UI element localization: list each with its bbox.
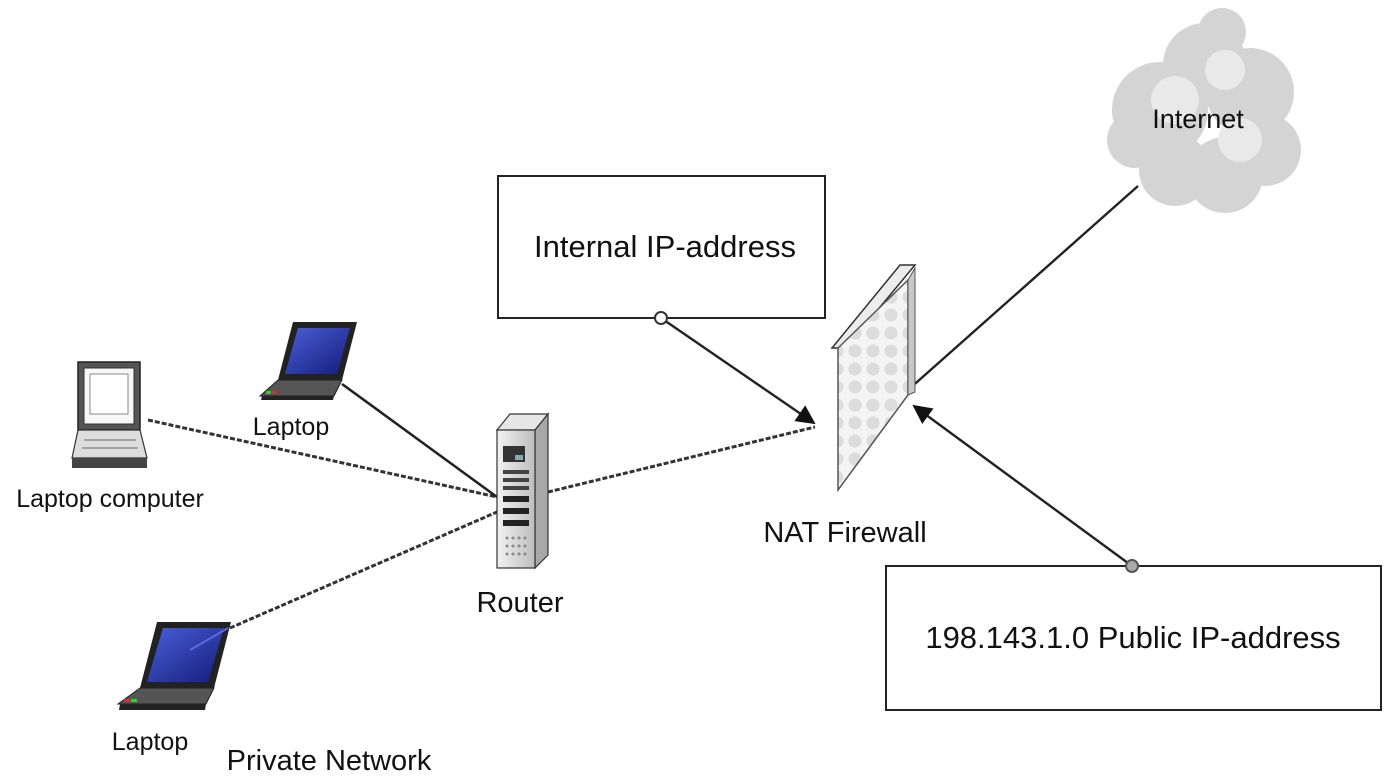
router-tower-icon <box>495 412 550 570</box>
public-ip-label: 198.143.1.0 Public IP-address <box>925 620 1340 655</box>
link-laptop-bottom-router <box>229 510 498 630</box>
laptop-icon <box>116 622 231 710</box>
internal-ip-label: Internal IP-address <box>534 229 796 264</box>
internal-ip-connector <box>654 311 668 325</box>
firewall-icon <box>830 264 917 493</box>
laptop-computer-label: Laptop computer <box>16 485 204 513</box>
router-label: Router <box>476 587 563 619</box>
laptop-computer-icon <box>71 361 148 468</box>
public-ip-connector <box>1125 559 1139 573</box>
link-public-ip-firewall <box>912 404 1133 567</box>
link-laptop-top-router <box>341 382 498 499</box>
private-network-label: Private Network <box>227 745 432 777</box>
laptop-bottom-label: Laptop <box>112 728 188 756</box>
internal-ip-box <box>497 175 826 319</box>
nat-firewall-label: NAT Firewall <box>763 517 926 549</box>
link-internal-ip-firewall <box>660 317 816 425</box>
link-laptop-computer-router <box>147 418 498 499</box>
cloud-icon <box>1107 8 1301 213</box>
internet-label: Internet <box>1152 104 1244 134</box>
public-ip-box <box>885 565 1382 711</box>
link-router-firewall <box>547 425 816 494</box>
link-firewall-internet <box>907 185 1139 391</box>
laptop-top-label: Laptop <box>253 413 329 441</box>
laptop-icon <box>258 322 357 400</box>
